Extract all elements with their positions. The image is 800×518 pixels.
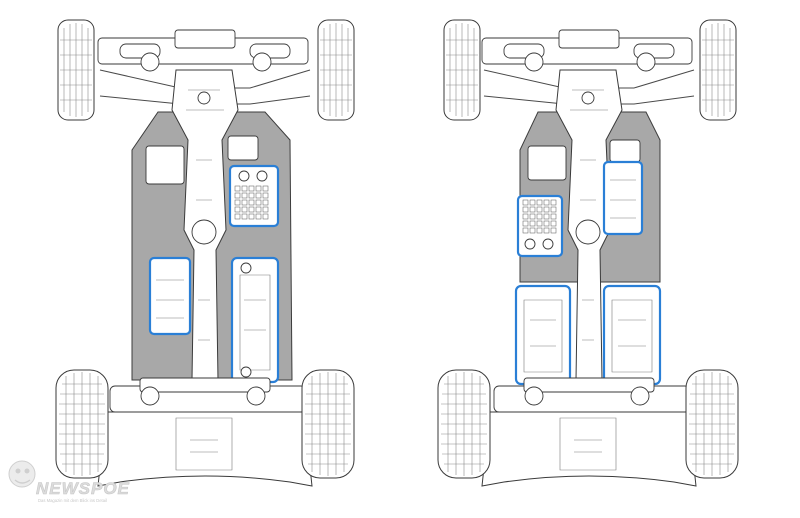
- motor-highlight-left: [148, 256, 192, 336]
- motor-left: [149, 257, 191, 335]
- front-suspension-left: [97, 377, 313, 487]
- front-tire-right-l: [301, 369, 355, 479]
- watermark-brand: NEWSPOE: [36, 479, 130, 498]
- front-tire-left-r: [437, 369, 491, 479]
- receiver-left: [227, 135, 259, 161]
- front-bumper-right: [481, 411, 697, 487]
- mascot-logo-icon: [8, 460, 36, 488]
- newspoe-watermark: NEWSPOE Das Magazin mit dem Blick ins De…: [8, 460, 130, 503]
- esc-unit-right: [527, 145, 567, 181]
- rear-tire-right-r: [699, 19, 737, 121]
- esc-unit-left: [145, 145, 185, 185]
- front-tire-left-l: [55, 369, 109, 479]
- rear-tire-left-l: [57, 19, 95, 121]
- chassis-right: [437, 19, 739, 487]
- chassis-left: [55, 19, 355, 487]
- rear-suspension-right: [481, 29, 695, 105]
- motor-highlight-right: [602, 160, 644, 236]
- rear-tire-right-l: [317, 19, 355, 121]
- front-bumper-left: [97, 411, 313, 487]
- receiver-right: [609, 139, 641, 163]
- watermark-tagline: Das Magazin mit dem Blick ins Detail: [38, 498, 107, 503]
- rear-suspension-left: [97, 29, 311, 105]
- battery-pack-highlight-left-upper: [228, 164, 280, 228]
- motor-right: [603, 161, 643, 235]
- front-tire-right-r: [685, 369, 739, 479]
- rear-tire-left-r: [443, 19, 481, 121]
- front-suspension-right: [481, 377, 697, 487]
- battery-pack-highlight-right-upper: [516, 194, 564, 258]
